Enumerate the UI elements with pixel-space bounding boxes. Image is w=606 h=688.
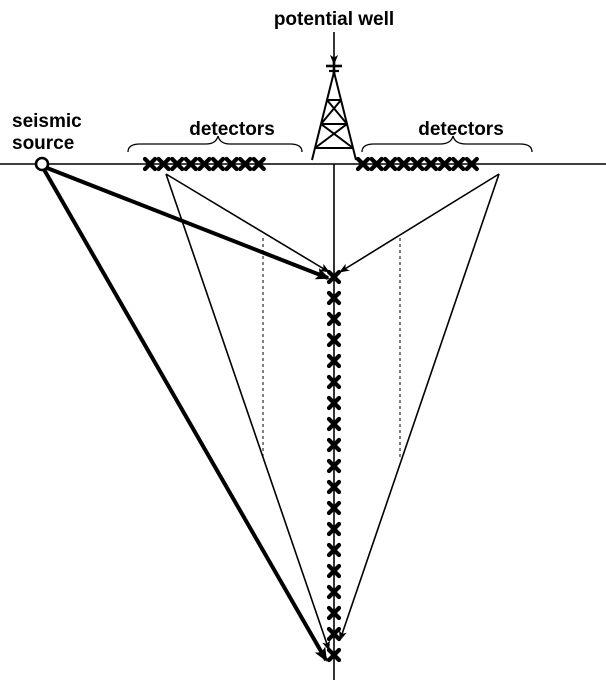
detector-x-icon: [326, 437, 342, 453]
source-to-shallow-detector-ray: [41, 164, 330, 280]
borehole-detectors-group: [326, 269, 342, 663]
detector-x-icon: [464, 156, 479, 172]
detector-x-icon: [224, 156, 239, 172]
detector-x-icon: [251, 156, 266, 172]
seismic-source-label-line1: seismic: [12, 111, 82, 132]
detector-x-icon: [197, 156, 212, 172]
detector-x-icon: [369, 156, 384, 172]
detector-x-icon: [451, 156, 466, 172]
left-detector-to-deep-ray: [165, 173, 330, 651]
potential-well-label: potential well: [274, 9, 394, 30]
detector-x-icon: [326, 479, 342, 495]
detectors-left-brace: [127, 135, 303, 153]
right-detector-to-deep-ray: [339, 173, 500, 641]
detector-x-icon: [326, 563, 342, 579]
detector-x-icon: [238, 156, 253, 172]
detector-x-icon: [142, 156, 158, 172]
detector-x-icon: [326, 269, 342, 285]
detector-x-icon: [355, 156, 371, 172]
source-to-deep-detector-ray: [40, 165, 328, 662]
detector-x-icon: [156, 156, 171, 172]
detector-x-icon: [326, 290, 342, 306]
detector-x-icon: [183, 156, 198, 172]
right-detector-to-shallow-ray: [339, 173, 500, 273]
detector-x-icon: [326, 311, 342, 327]
detector-x-icon: [326, 458, 342, 474]
detector-x-icon: [383, 156, 398, 172]
detector-x-icon: [326, 416, 342, 432]
surface-detectors-group: [142, 156, 479, 172]
detector-x-icon: [326, 374, 342, 390]
left-detector-to-shallow-ray: [165, 173, 330, 273]
detectors-right-brace: [361, 135, 533, 153]
detector-x-icon: [326, 542, 342, 558]
detectors-left-label: detectors: [189, 119, 275, 140]
detector-x-icon: [437, 156, 452, 172]
detectors-right-label: detectors: [418, 119, 504, 140]
detector-x-icon: [423, 156, 439, 172]
detector-x-icon: [326, 647, 342, 663]
detector-x-icon: [326, 353, 342, 369]
detector-x-icon: [326, 626, 342, 642]
detector-x-icon: [396, 156, 411, 172]
detector-x-icon: [170, 156, 185, 172]
detector-x-icon: [326, 521, 342, 537]
detector-x-icon: [410, 156, 425, 172]
detector-x-icon: [326, 500, 342, 516]
derrick-tower-icon: [311, 60, 357, 161]
detector-x-icon: [326, 332, 342, 348]
detector-x-icon: [210, 156, 226, 172]
seismic-source-label-line2: source: [12, 133, 74, 154]
detector-x-icon: [326, 605, 342, 621]
seismic-source-circle-icon: [34, 156, 50, 172]
detector-x-icon: [326, 395, 342, 411]
detector-x-icon: [326, 584, 342, 600]
